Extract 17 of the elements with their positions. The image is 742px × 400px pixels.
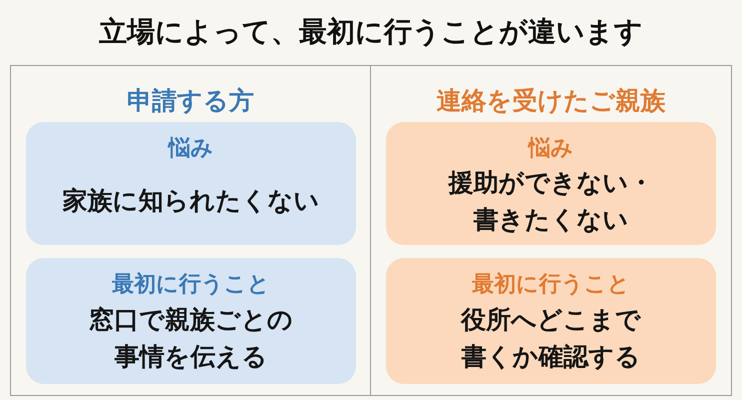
info-card	[386, 258, 716, 384]
column-heading: 連絡を受けたご親族	[436, 86, 666, 115]
comparison-column	[370, 65, 732, 396]
info-card	[26, 258, 356, 384]
card-text: 役所へどこまで書くか確認する	[460, 304, 642, 373]
info-card	[26, 122, 356, 245]
card-text: 援助ができない・書きたくない	[447, 167, 654, 236]
comparison-column	[10, 65, 371, 396]
column-heading: 申請する方	[127, 86, 254, 115]
card-text: 窓口で親族ごとの事情を伝える	[88, 304, 294, 373]
info-card	[386, 122, 716, 245]
page-title: 立場によって、最初に行うことが違います	[99, 15, 643, 48]
card-heading: 悩み	[528, 135, 574, 163]
card-heading: 最初に行うこと	[112, 271, 270, 299]
card-heading: 悩み	[168, 135, 214, 163]
card-text: 家族に知られたくない	[62, 185, 320, 217]
card-heading: 最初に行うこと	[472, 271, 630, 299]
